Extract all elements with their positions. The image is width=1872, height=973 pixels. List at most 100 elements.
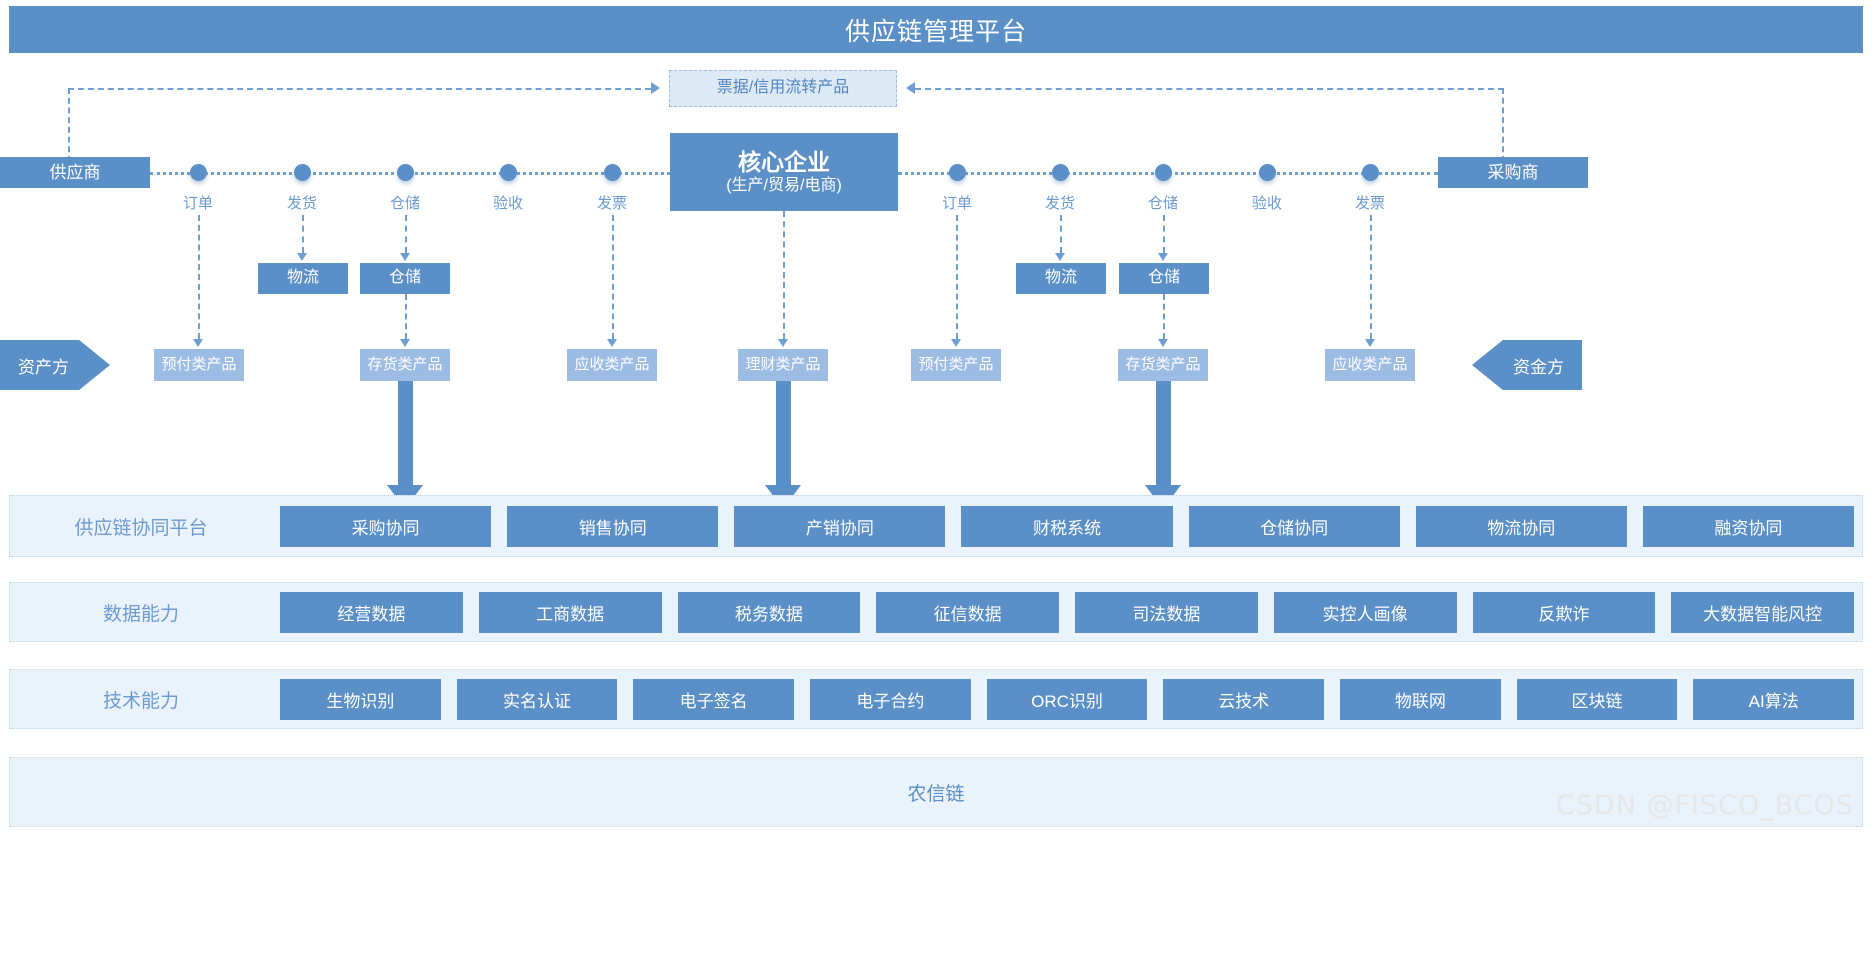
chip-tech-5[interactable]: ORC识别 [986, 678, 1148, 720]
timeline-label-left-3: 仓储 [389, 195, 420, 212]
timeline-label-left-4: 验收 [492, 195, 523, 212]
fat-arrow-shaft-1 [398, 381, 413, 485]
chip-data-3[interactable]: 税务数据 [677, 591, 861, 633]
buyer-box: 采购商 [1438, 157, 1588, 188]
service-connector-left-warehouse [405, 215, 407, 253]
service-box-left-logistics: 物流 [258, 263, 348, 294]
service-box-right-logistics: 物流 [1016, 263, 1106, 294]
timeline-label-right-5: 发票 [1354, 195, 1385, 212]
timeline-dot-left-3 [397, 164, 414, 181]
timeline-dot-right-5 [1362, 164, 1379, 181]
fund-side-pentagon: 资金方 [1472, 340, 1582, 390]
timeline-dot-right-3 [1155, 164, 1172, 181]
timeline-dot-right-1 [949, 164, 966, 181]
fat-arrow-shaft-2 [776, 381, 791, 485]
product-arrowhead-6 [1158, 339, 1168, 347]
chip-data-7[interactable]: 反欺诈 [1472, 591, 1656, 633]
chip-collab-6[interactable]: 物流协同 [1415, 505, 1627, 547]
timeline-label-left-1: 订单 [182, 195, 213, 212]
chip-collab-4[interactable]: 财税系统 [961, 505, 1173, 547]
chip-tech-7[interactable]: 物联网 [1340, 678, 1501, 720]
timeline-dot-left-5 [604, 164, 621, 181]
chip-tech-4[interactable]: 电子合约 [810, 678, 971, 720]
chip-collab-3[interactable]: 产销协同 [734, 505, 946, 547]
chip-collab-2[interactable]: 销售协同 [507, 505, 719, 547]
layer-band-footer: 农信链 [9, 757, 1863, 827]
chip-collab-1[interactable]: 采购协同 [280, 505, 492, 547]
chip-tech-6[interactable]: 云技术 [1163, 678, 1325, 720]
watermark-text: CSDN @FISCO_BCOS [1555, 790, 1854, 821]
page-title: 供应链管理平台 [9, 6, 1863, 53]
timeline-label-left-5: 发票 [596, 195, 627, 212]
product-connector-2 [405, 294, 407, 339]
chip-data-8[interactable]: 大数据智能风控 [1671, 591, 1854, 633]
chip-tech-3[interactable]: 电子签名 [633, 678, 795, 720]
layer-band-collaboration: 供应链协同平台 采购协同 销售协同 产销协同 财税系统 仓储协同 物流协同 融资… [9, 495, 1863, 557]
chip-data-2[interactable]: 工商数据 [478, 591, 662, 633]
product-box-4: 理财类产品 [738, 349, 828, 381]
layer-label-collaboration: 供应链协同平台 [74, 517, 208, 539]
core-enterprise-box: 核心企业 (生产/贸易/电商) [670, 133, 898, 211]
product-connector-7 [1370, 215, 1372, 339]
service-connector-left-logistics [302, 215, 304, 253]
product-box-5: 预付类产品 [911, 349, 1001, 381]
product-box-2: 存货类产品 [360, 349, 450, 381]
product-arrowhead-5 [951, 339, 961, 347]
product-arrowhead-4 [778, 339, 788, 347]
chip-data-1[interactable]: 经营数据 [280, 591, 463, 633]
credit-right-riser [1502, 88, 1504, 162]
service-connector-right-warehouse [1163, 215, 1165, 253]
product-arrowhead-2 [400, 339, 410, 347]
product-connector-4 [783, 211, 785, 339]
service-arrowhead-right-warehouse [1158, 253, 1168, 261]
service-box-left-warehouse: 仓储 [360, 263, 450, 294]
timeline-label-right-3: 仓储 [1147, 195, 1178, 212]
layer-label-data: 数据能力 [102, 603, 179, 625]
timeline-dot-left-2 [294, 164, 311, 181]
credit-left-run [68, 88, 651, 90]
credit-right-run [915, 88, 1504, 90]
product-connector-1 [198, 215, 200, 339]
supplier-box: 供应商 [0, 157, 150, 188]
product-connector-6 [1163, 294, 1165, 339]
credit-product-box: 票据/信用流转产品 [669, 70, 897, 107]
layer-band-data: 数据能力 经营数据 工商数据 税务数据 征信数据 司法数据 实控人画像 反欺诈 … [9, 582, 1863, 642]
service-arrowhead-left-logistics [297, 253, 307, 261]
layer-items-technology: 生物识别 实名认证 电子签名 电子合约 ORC识别 云技术 物联网 区块链 AI… [272, 678, 1862, 720]
timeline-dot-left-1 [190, 164, 207, 181]
core-enterprise-title: 核心企业 [738, 148, 830, 175]
chip-tech-2[interactable]: 实名认证 [456, 678, 618, 720]
chip-data-5[interactable]: 司法数据 [1075, 591, 1258, 633]
timeline-label-right-1: 订单 [941, 195, 972, 212]
chip-collab-5[interactable]: 仓储协同 [1188, 505, 1400, 547]
timeline-label-right-4: 验收 [1251, 195, 1282, 212]
service-arrowhead-right-logistics [1055, 253, 1065, 261]
product-connector-5 [956, 215, 958, 339]
timeline-label-left-2: 发货 [286, 195, 317, 212]
service-arrowhead-left-warehouse [400, 253, 410, 261]
chip-data-6[interactable]: 实控人画像 [1273, 591, 1457, 633]
product-arrowhead-3 [607, 339, 617, 347]
credit-left-riser [68, 88, 70, 162]
product-box-3: 应收类产品 [567, 349, 657, 381]
footer-label: 农信链 [907, 783, 965, 805]
chip-tech-9[interactable]: AI算法 [1693, 678, 1855, 720]
credit-right-arrowhead [906, 82, 915, 94]
timeline-dot-right-2 [1052, 164, 1069, 181]
product-box-1: 预付类产品 [154, 349, 244, 381]
chip-tech-8[interactable]: 区块链 [1516, 678, 1678, 720]
product-connector-3 [612, 215, 614, 339]
credit-left-arrowhead [651, 82, 660, 94]
product-arrowhead-7 [1365, 339, 1375, 347]
layer-items-data: 经营数据 工商数据 税务数据 征信数据 司法数据 实控人画像 反欺诈 大数据智能… [272, 591, 1862, 633]
chip-collab-7[interactable]: 融资协同 [1642, 505, 1854, 547]
timeline-dot-right-4 [1259, 164, 1276, 181]
chip-data-4[interactable]: 征信数据 [876, 591, 1059, 633]
chip-tech-1[interactable]: 生物识别 [280, 678, 441, 720]
layer-band-technology: 技术能力 生物识别 实名认证 电子签名 电子合约 ORC识别 云技术 物联网 区… [9, 669, 1863, 729]
layer-items-collaboration: 采购协同 销售协同 产销协同 财税系统 仓储协同 物流协同 融资协同 [272, 505, 1862, 547]
product-arrowhead-1 [193, 339, 203, 347]
product-box-6: 存货类产品 [1118, 349, 1208, 381]
layer-label-technology: 技术能力 [102, 690, 179, 712]
